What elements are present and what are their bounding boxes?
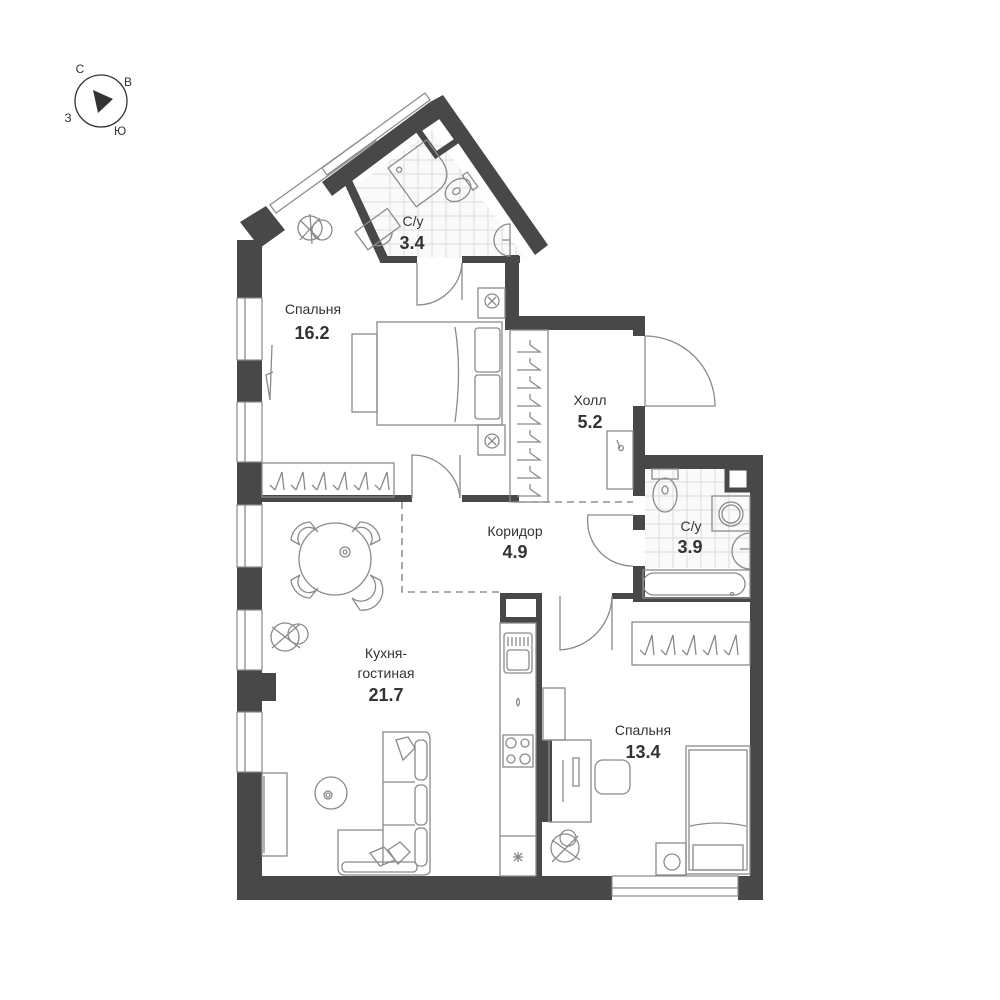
window-bedroom-1-a (236, 297, 263, 361)
room-area-bedroom-1: 16.2 (294, 323, 329, 343)
room-name-bathroom-2: С/у (681, 518, 702, 534)
compass-east-label: В (124, 75, 132, 89)
nightstand (477, 424, 506, 456)
bedroom-1-furniture (261, 213, 506, 498)
sink-icon (493, 223, 511, 257)
room-name-kitchen-line1: Кухня- (365, 645, 407, 661)
door-entrance (644, 335, 716, 407)
plant-icon (297, 213, 333, 245)
plant-icon (270, 622, 309, 652)
wardrobe-bedroom-2 (631, 621, 751, 666)
cooktop-icon (502, 734, 534, 768)
compass-west-label: З (64, 111, 71, 125)
windows (236, 92, 739, 897)
window-bedroom-1-b (236, 401, 263, 463)
room-name-bedroom-1: Спальня (285, 301, 341, 317)
cushion (387, 841, 411, 866)
kitchen-sink-icon (503, 632, 533, 674)
kitchen-counter (499, 622, 537, 877)
mirror (265, 344, 274, 401)
desk (548, 739, 592, 823)
compass-north-label: С (76, 62, 85, 76)
window-bedroom-2 (611, 875, 739, 889)
bathroom-2-fixtures (642, 468, 751, 599)
corridor-zone-boundary (401, 502, 500, 593)
bathtub-icon (642, 569, 751, 599)
bench (351, 333, 378, 413)
room-area-kitchen-living: 21.7 (368, 685, 403, 705)
shoe-cabinet (606, 430, 634, 490)
wardrobe-bedroom-1 (261, 462, 395, 498)
shower-tray (387, 138, 448, 208)
nightstand (477, 287, 506, 319)
room-area-bathroom-1: 3.4 (399, 233, 424, 253)
door-bathroom-2 (586, 514, 634, 567)
door-bedroom-1 (411, 454, 461, 499)
single-bed (685, 745, 751, 875)
window-kitchen-b (236, 609, 263, 671)
compass: С В З Ю (64, 62, 132, 138)
hall-furniture (509, 329, 634, 503)
corner-sofa (337, 731, 431, 876)
sink-icon (731, 532, 751, 570)
compass-ring (74, 74, 128, 128)
room-area-bathroom-2: 3.9 (677, 537, 702, 557)
room-name-bathroom-1: С/у (403, 213, 424, 229)
compass-south-label: Ю (114, 124, 126, 138)
kitchen-living-furniture (261, 521, 537, 877)
room-name-corridor: Коридор (487, 523, 543, 539)
chair (594, 759, 631, 795)
compass-arrow-icon (93, 90, 113, 113)
room-name-kitchen-line2: гостиная (358, 665, 415, 681)
chair (290, 521, 384, 611)
room-name-bedroom-2: Спальня (615, 722, 671, 738)
hanger-icons (269, 471, 390, 491)
window-kitchen-a (236, 504, 263, 568)
coffee-table (314, 776, 348, 810)
door-bathroom-1 (416, 262, 463, 306)
pillow (474, 374, 501, 420)
wardrobe-hall (509, 329, 549, 503)
room-labels: С/у 3.4 Спальня 16.2 Холл 5.2 Коридор 4.… (285, 213, 703, 762)
walls (237, 95, 763, 900)
hanger-icons (639, 634, 739, 656)
washing-machine-icon (711, 495, 751, 532)
hanger-icons (517, 340, 543, 497)
bedroom-2-furniture (542, 621, 751, 876)
double-bed (376, 321, 503, 426)
room-area-bedroom-2: 13.4 (625, 742, 660, 762)
room-area-hall: 5.2 (577, 412, 602, 432)
cushion (395, 736, 416, 762)
shelf (542, 687, 566, 741)
tv-stand (261, 772, 288, 857)
pillow (474, 327, 501, 373)
doors (411, 262, 716, 651)
room-name-hall: Холл (574, 392, 607, 408)
room-area-corridor: 4.9 (502, 542, 527, 562)
window-kitchen-c (236, 711, 263, 773)
plant-icon (550, 829, 581, 863)
nightstand (655, 842, 687, 876)
window-diagonal-b (321, 92, 431, 176)
dresser (354, 207, 402, 251)
door-bedroom-2 (559, 595, 613, 651)
water-drop-icon (515, 697, 521, 707)
toilet-icon (444, 171, 479, 203)
fridge-icon (513, 852, 523, 862)
toilet-icon (651, 468, 679, 513)
bathroom-1-fixtures (354, 138, 511, 257)
dining-table (298, 522, 372, 596)
